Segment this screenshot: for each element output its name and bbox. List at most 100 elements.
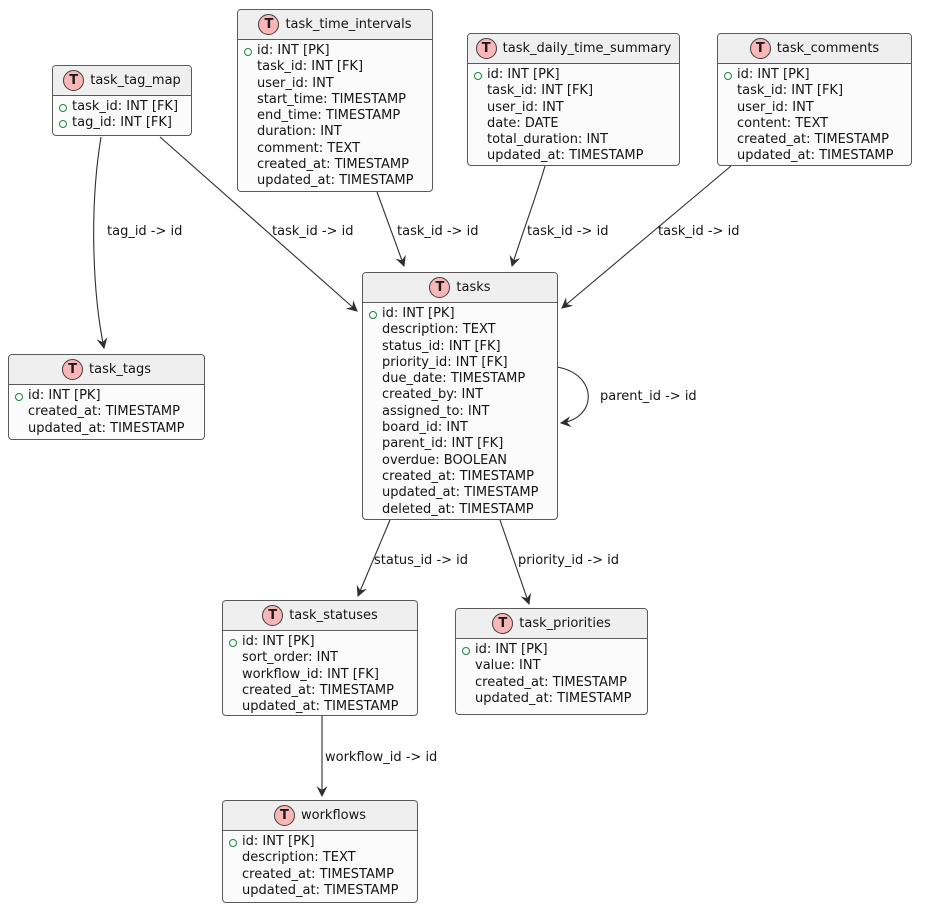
key-marker-icon — [229, 639, 237, 647]
field-text: duration: INT — [257, 124, 342, 140]
key-marker-icon — [724, 72, 732, 80]
field-row: id: INT [PK] — [363, 306, 551, 322]
field-text: updated_at: TIMESTAMP — [257, 173, 414, 189]
entity-title: task_time_intervals — [285, 17, 412, 32]
field-text: end_time: TIMESTAMP — [257, 108, 401, 124]
entity-task-priorities: T task_priorities id: INT [PK] value: IN… — [455, 608, 648, 715]
entity-header: T task_priorities — [456, 609, 647, 639]
entity-header: T tasks — [363, 273, 557, 303]
field-text: board_id: INT — [382, 420, 468, 436]
edge-task-time-intervals-to-tasks — [376, 191, 406, 268]
field-row: overdue: BOOLEAN — [363, 453, 551, 469]
field-list: id: INT [PK] sort_order: INT workflow_id… — [223, 631, 417, 718]
key-marker-icon — [59, 104, 67, 112]
entity-task-comments: T task_comments id: INT [PK] task_id: IN… — [717, 33, 912, 166]
table-type-icon: T — [273, 805, 295, 826]
field-text: parent_id: INT [FK] — [382, 436, 504, 452]
key-marker-icon — [244, 48, 252, 56]
key-marker-icon — [59, 120, 67, 129]
field-text: comment: TEXT — [257, 140, 361, 156]
field-text: content: TEXT — [737, 115, 829, 131]
field-row: created_at: TIMESTAMP — [363, 469, 551, 485]
field-text: id: INT [PK] — [28, 388, 101, 403]
field-row: id: INT [PK] — [223, 634, 411, 650]
table-type-icon: T — [429, 277, 451, 298]
field-row: status_id: INT [FK] — [363, 339, 551, 355]
field-row: value: INT — [456, 658, 641, 674]
field-row: updated_at: TIMESTAMP — [468, 148, 673, 164]
edge-task-tag-map-to-tasks — [159, 136, 358, 312]
key-marker-icon — [229, 839, 237, 847]
field-row: created_at: TIMESTAMP — [223, 867, 411, 883]
table-type-icon: T — [258, 14, 280, 35]
field-row: start_time: TIMESTAMP — [238, 92, 426, 108]
field-text: start_time: TIMESTAMP — [257, 91, 406, 107]
field-text: id: INT [PK] — [737, 67, 810, 82]
entity-title: workflows — [300, 808, 366, 823]
field-row: id: INT [PK] — [9, 388, 198, 404]
entity-title: tasks — [456, 280, 491, 295]
field-text: created_at: TIMESTAMP — [475, 674, 627, 690]
field-row: tag_id: INT [FK] — [53, 115, 185, 131]
entity-title: task_tag_map — [90, 73, 181, 88]
field-text: updated_at: TIMESTAMP — [737, 148, 894, 164]
entity-task-statuses: T task_statuses id: INT [PK] sort_order:… — [222, 600, 418, 716]
field-text: user_id: INT — [737, 99, 814, 115]
field-row: updated_at: TIMESTAMP — [718, 148, 905, 164]
field-text: updated_at: TIMESTAMP — [28, 420, 185, 436]
field-text: workflow_id: INT [FK] — [242, 666, 379, 682]
field-text: description: TEXT — [242, 850, 356, 866]
field-text: priority_id: INT [FK] — [382, 354, 508, 370]
entity-header: T task_daily_time_summary — [468, 34, 679, 64]
field-text: created_at: TIMESTAMP — [28, 404, 180, 420]
field-row: updated_at: TIMESTAMP — [238, 173, 426, 189]
field-list: id: INT [PK] task_id: INT [FK] user_id: … — [238, 40, 432, 193]
field-row: id: INT [PK] — [468, 67, 673, 83]
entity-title: task_tags — [89, 362, 151, 377]
field-row: updated_at: TIMESTAMP — [456, 691, 641, 707]
edge-tasks-to-task-statuses — [356, 519, 391, 598]
field-row: updated_at: TIMESTAMP — [223, 699, 411, 715]
field-row: duration: INT — [238, 124, 426, 140]
field-row: created_at: TIMESTAMP — [9, 404, 198, 420]
edge-label-priority-id: priority_id -> id — [518, 553, 619, 568]
field-text: user_id: INT — [257, 75, 334, 91]
field-text: overdue: BOOLEAN — [382, 452, 507, 468]
field-row: created_at: TIMESTAMP — [223, 683, 411, 699]
field-row: due_date: TIMESTAMP — [363, 371, 551, 387]
field-text: task_id: INT [FK] — [257, 59, 364, 75]
field-row: total_duration: INT — [468, 132, 673, 148]
field-text: updated_at: TIMESTAMP — [475, 690, 632, 706]
field-row: workflow_id: INT [FK] — [223, 667, 411, 683]
field-list: id: INT [PK] created_at: TIMESTAMP updat… — [9, 385, 204, 440]
entity-title: task_comments — [776, 41, 880, 56]
field-text: created_by: INT — [382, 387, 484, 403]
field-text: created_at: TIMESTAMP — [737, 132, 889, 148]
field-text: updated_at: TIMESTAMP — [242, 882, 399, 898]
field-row: user_id: INT — [718, 100, 905, 116]
field-list: id: INT [PK] description: TEXT created_a… — [223, 831, 417, 902]
entity-title: task_daily_time_summary — [502, 41, 672, 56]
field-text: id: INT [PK] — [242, 834, 315, 849]
field-row: description: TEXT — [223, 850, 411, 866]
edge-label-workflow-id: workflow_id -> id — [325, 750, 438, 765]
field-row: parent_id: INT [FK] — [363, 436, 551, 452]
field-text: task_id: INT [FK] — [487, 83, 594, 99]
entity-title: task_priorities — [519, 616, 611, 631]
field-text: created_at: TIMESTAMP — [242, 682, 394, 698]
edge-label-task-id-tagmap: task_id -> id — [272, 224, 354, 239]
field-text: updated_at: TIMESTAMP — [487, 148, 644, 164]
field-row: updated_at: TIMESTAMP — [363, 485, 551, 501]
field-row: task_id: INT [FK] — [718, 83, 905, 99]
field-list: task_id: INT [FK] tag_id: INT [FK] — [53, 96, 191, 135]
field-row: task_id: INT [FK] — [53, 99, 185, 115]
edge-label-task-id-daily: task_id -> id — [527, 224, 609, 239]
field-row: task_id: INT [FK] — [238, 59, 426, 75]
field-list: id: INT [PK] task_id: INT [FK] user_id: … — [468, 64, 679, 168]
field-row: updated_at: TIMESTAMP — [223, 883, 411, 899]
edge-task-tag-map-to-task-tags — [93, 136, 108, 350]
field-text: description: TEXT — [382, 322, 496, 338]
field-list: id: INT [PK] description: TEXT status_id… — [363, 303, 557, 521]
field-row: content: TEXT — [718, 116, 905, 132]
entity-task-tags: T task_tags id: INT [PK] created_at: TIM… — [8, 354, 205, 440]
